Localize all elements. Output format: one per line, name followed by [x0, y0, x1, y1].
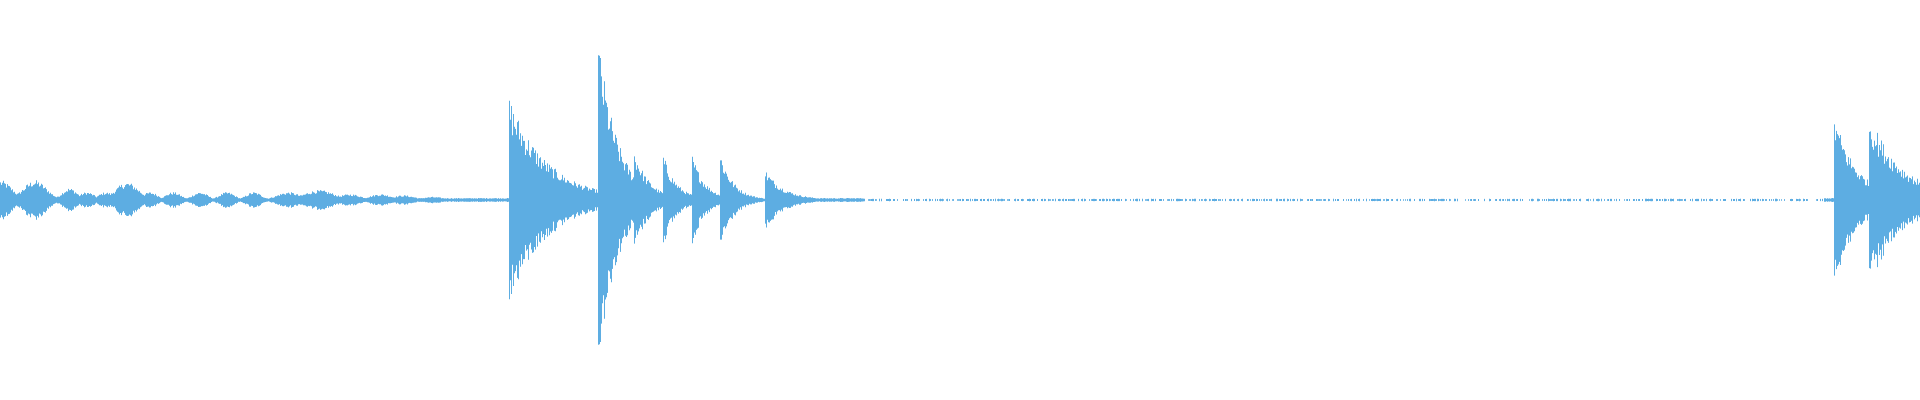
waveform-bars: [0, 55, 1920, 345]
